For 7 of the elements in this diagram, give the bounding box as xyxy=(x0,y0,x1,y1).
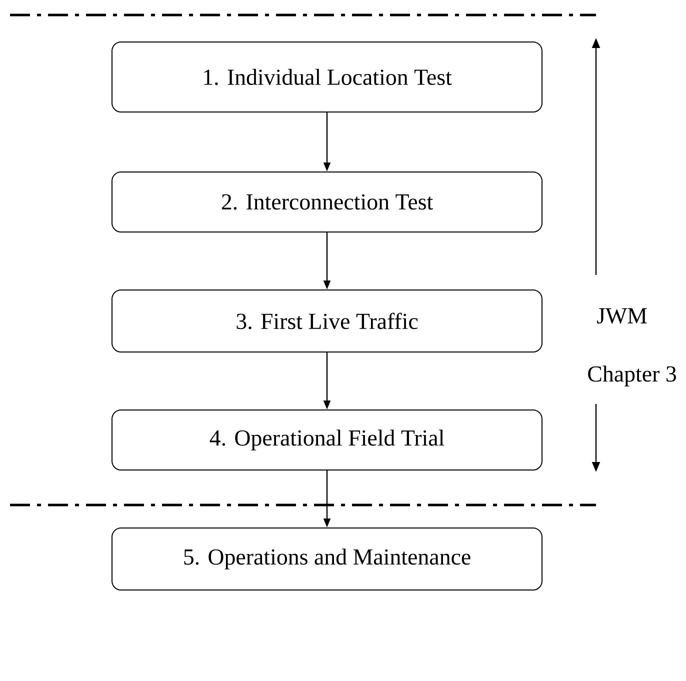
process-box: 2. Interconnection Test xyxy=(112,171,542,232)
process-box: 5. Operations and Maintenance xyxy=(112,527,542,590)
side-label: Chapter 3 xyxy=(588,366,676,386)
process-box: 1. Individual Location Test xyxy=(112,42,542,112)
side-label: JWM xyxy=(597,308,647,324)
process-box: 3. First Live Traffic xyxy=(112,289,542,352)
process-box: 4. Operational Field Trial xyxy=(112,409,542,470)
